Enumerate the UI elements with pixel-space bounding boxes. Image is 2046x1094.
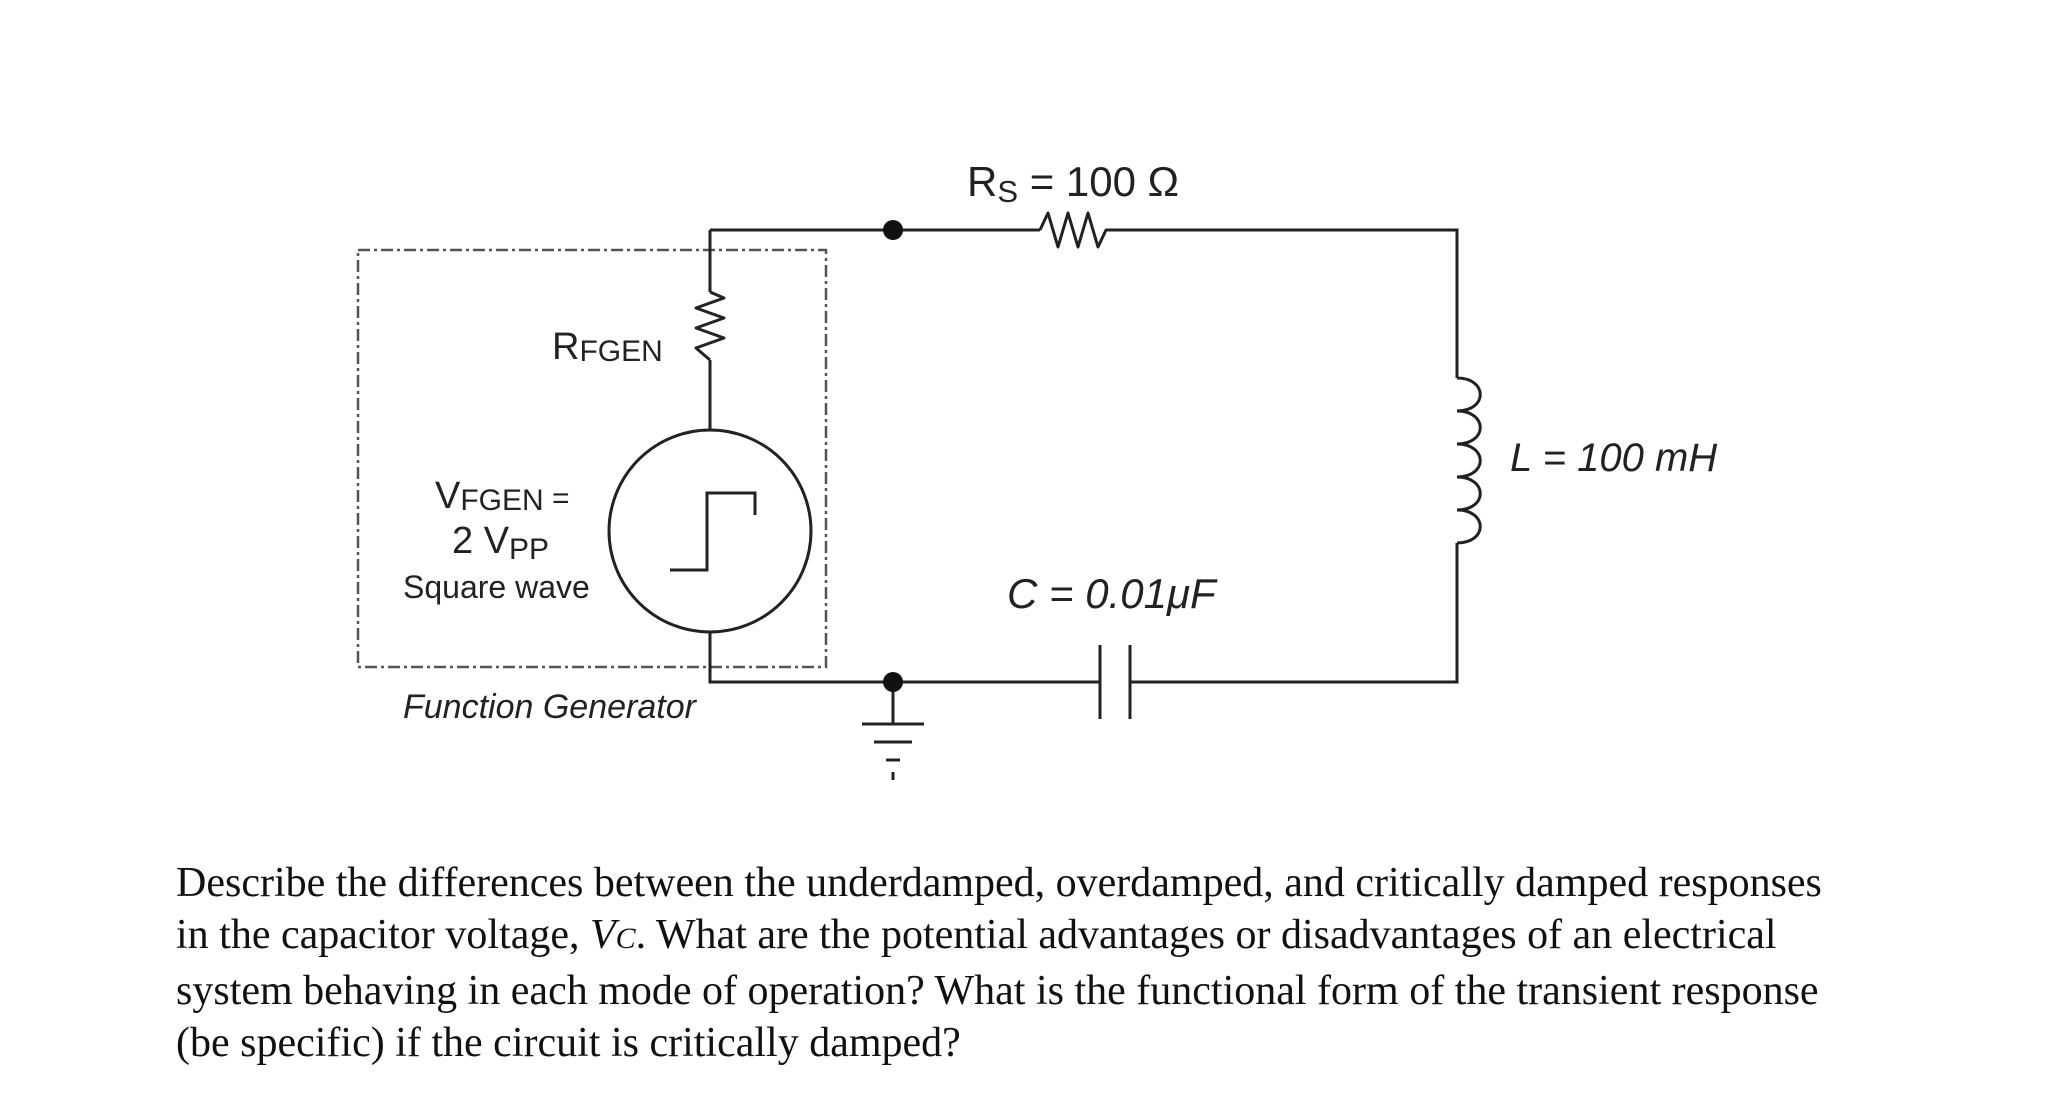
rfgen-label-sub: FGEN [579, 335, 662, 368]
question-line-2: in the capacitor voltage, VC. What are t… [176, 909, 2016, 965]
capacitor-label: C = 0.01μF [1007, 570, 1218, 617]
node-bottom [883, 672, 903, 692]
question-text: Describe the differences between the und… [176, 857, 2016, 1069]
vfgen-label-sub: FGEN [460, 484, 543, 517]
inductor-label: L = 100 mH [1510, 436, 1717, 480]
vfgen-label: V [435, 475, 461, 517]
square-wave-label: Square wave [403, 569, 590, 605]
svg-text:VFGEN =: VFGEN = [435, 475, 570, 517]
question-line-4: (be specific) if the circuit is critical… [176, 1020, 961, 1066]
inductor-coil [1456, 376, 1482, 545]
question-line-3: system behaving in each mode of operatio… [176, 968, 1819, 1014]
vfgen-equals: = [544, 482, 570, 515]
square-wave-icon [670, 491, 757, 572]
svg-text:2 VPP: 2 VPP [452, 520, 549, 566]
vc-subscript: C [615, 922, 636, 955]
function-generator-box [356, 248, 828, 669]
svg-text:RFGEN: RFGEN [552, 326, 663, 368]
rs-label-sub: S [997, 174, 1018, 209]
function-generator-label: Function Generator [403, 688, 698, 726]
resistor-rs [1038, 211, 1112, 249]
rfgen-label: R [552, 326, 579, 368]
wires [708, 228, 1459, 724]
ground-icon [862, 722, 924, 780]
rs-label: R [967, 158, 997, 205]
question-line-2-post: . What are the potential advantages or d… [635, 912, 1777, 958]
square-wave-source [607, 428, 813, 634]
vpp-label: 2 V [452, 520, 510, 562]
question-line-1: Describe the differences between the und… [176, 860, 1822, 906]
node-top [883, 220, 903, 240]
vpp-label-sub: PP [509, 533, 549, 566]
question-line-2-pre: in the capacitor voltage, [176, 912, 590, 958]
vc-symbol: V [590, 912, 616, 958]
resistor-rfgen [694, 290, 726, 362]
svg-text:RS = 100 Ω: RS = 100 Ω [967, 158, 1179, 209]
rs-value: = 100 Ω [1018, 158, 1179, 205]
